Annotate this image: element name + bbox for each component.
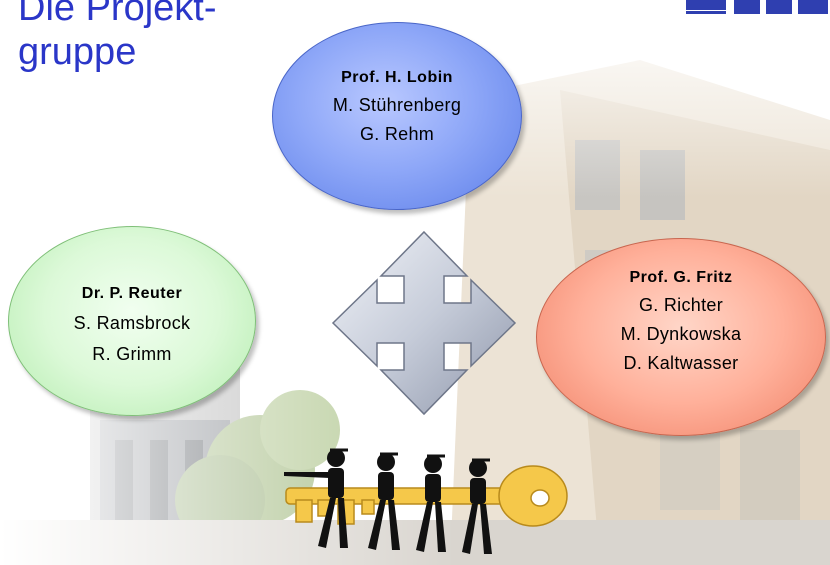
group-lead: Prof. G. Fritz bbox=[629, 269, 733, 286]
group-member: R. Grimm bbox=[92, 344, 172, 364]
logo-icon bbox=[686, 0, 828, 14]
group-member: G. Richter bbox=[638, 295, 724, 315]
group-member: M. Stührenberg bbox=[332, 95, 462, 115]
group-lead: Dr. P. Reuter bbox=[81, 285, 183, 302]
group-member: S. Ramsbrock bbox=[73, 313, 191, 333]
group-member: M. Dynkowska bbox=[620, 324, 742, 344]
group-member: D. Kaltwasser bbox=[623, 353, 739, 373]
title-line-1: Die Projekt- bbox=[18, 0, 217, 29]
group-member: G. Rehm bbox=[359, 124, 435, 144]
page-title: Die Projekt- gruppe bbox=[18, 0, 217, 74]
team-carrying-key-icon bbox=[284, 448, 568, 554]
group-fritz: Prof. G. Fritz G. Richter M. Dynkowska D… bbox=[536, 238, 826, 436]
title-line-2: gruppe bbox=[18, 31, 137, 73]
group-lead: Prof. H. Lobin bbox=[341, 69, 453, 86]
group-lobin: Prof. H. Lobin M. Stührenberg G. Rehm bbox=[272, 22, 522, 210]
four-way-arrow-icon bbox=[331, 230, 517, 416]
group-reuter: Dr. P. Reuter S. Ramsbrock R. Grimm bbox=[8, 226, 256, 416]
